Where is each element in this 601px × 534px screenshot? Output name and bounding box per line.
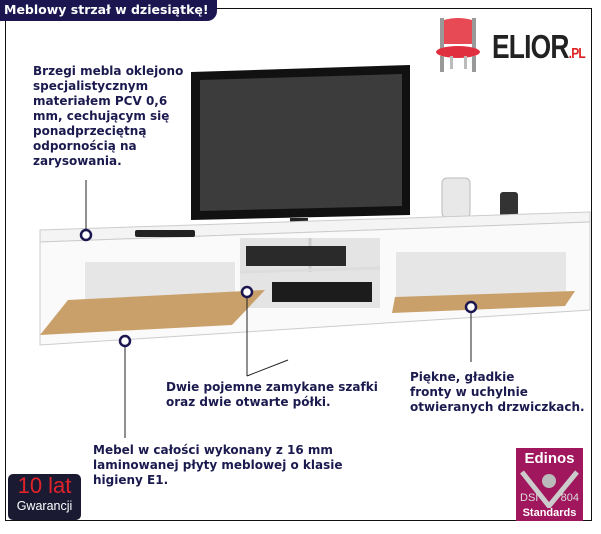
cert-brand: Edinos bbox=[524, 450, 575, 467]
tv bbox=[191, 65, 410, 232]
speaker-small bbox=[500, 192, 518, 218]
tv-stand bbox=[39, 211, 591, 346]
callout-dots bbox=[79, 228, 478, 348]
note-edges: Brzegi mebla oklejono specjalistycznym m… bbox=[33, 64, 184, 168]
cert-left: DSI bbox=[520, 492, 539, 504]
note-fronts: Piękne, gładkie fronty w uchylnie otwier… bbox=[410, 370, 585, 414]
speaker bbox=[441, 177, 471, 219]
certificate-badge: Edinos DSI 804 Standards bbox=[516, 448, 583, 521]
frame bbox=[5, 8, 592, 521]
warranty-badge: 10 lat Gwarancji bbox=[8, 474, 81, 520]
note-storage: Dwie pojemne zamykane szafki oraz dwie o… bbox=[166, 380, 378, 409]
warranty-label: Gwarancji bbox=[16, 499, 73, 513]
cert-label: Standards bbox=[522, 507, 577, 519]
note-material: Mebel w całości wykonany z 16 mm laminow… bbox=[93, 443, 343, 487]
brand-logo: ELIOR.PL bbox=[492, 28, 586, 65]
warranty-years: 10 lat bbox=[17, 473, 72, 498]
cert-check-icon bbox=[520, 470, 579, 508]
banner-title: Meblowy strzał w dziesiątkę! bbox=[0, 0, 217, 21]
chair-logo-icon bbox=[436, 18, 480, 72]
cert-right: 804 bbox=[560, 492, 579, 504]
callout-lines bbox=[85, 180, 472, 438]
